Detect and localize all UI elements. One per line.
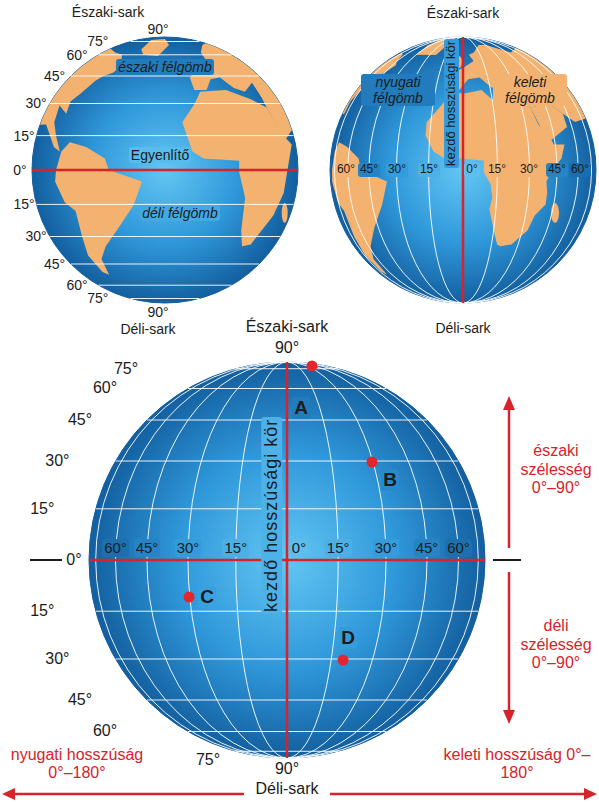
latitude-label: 90° [145, 304, 170, 320]
latitude-label: 30° [23, 228, 48, 244]
meridian-label: kezdő hosszúsági kör [262, 416, 283, 613]
longitude-label: 0° [464, 163, 479, 177]
longitude-label: 45° [134, 539, 161, 556]
equator-tick [493, 559, 521, 561]
latitude-label: 15° [28, 602, 56, 620]
axis-caption: déli szélesség 0°–90° [512, 617, 599, 672]
pole-label: Északi-sark [70, 4, 146, 20]
longitude-label: 15° [222, 539, 249, 556]
land [282, 203, 288, 223]
longitude-label: 45° [358, 163, 380, 177]
longitude-label: 15° [325, 539, 352, 556]
point-label: A [292, 397, 310, 419]
arrow-head [503, 396, 515, 410]
equator-line [32, 169, 298, 172]
longitude-label: 45° [414, 539, 441, 556]
latitude-label: 45° [66, 411, 94, 429]
hemisphere-label: déli félgömb [140, 205, 220, 221]
latitude-label: 45° [66, 691, 94, 709]
pole-label: Déli-sark [433, 320, 492, 336]
longitude-label: 30° [175, 539, 202, 556]
meridian-label: kezdő hosszúsági kör [445, 38, 460, 167]
prime-meridian-line [286, 362, 289, 758]
latitude-label: 90° [273, 339, 301, 357]
arrow-shaft [508, 572, 511, 714]
hemisphere-label: nyugati félgömb [361, 74, 435, 106]
latitude-label: 15° [11, 128, 36, 144]
latitude-label: 60° [91, 722, 119, 740]
point-marker [338, 655, 349, 666]
land [530, 104, 567, 141]
longitude-label: 0° [290, 539, 308, 556]
arrow-head [2, 788, 15, 800]
point-label: D [339, 627, 357, 649]
latitude-label: 0° [64, 551, 83, 569]
arrow-shaft [508, 406, 511, 548]
latitude-label: 30° [23, 95, 48, 111]
longitude-label: 30° [386, 163, 408, 177]
meridian-line [335, 37, 592, 303]
pole-label: Északi-sark [244, 318, 331, 336]
longitude-label: 15° [418, 163, 440, 177]
equator-tick [30, 559, 62, 561]
longitude-label: 30° [518, 163, 540, 177]
latitude-label: 75° [85, 33, 110, 49]
longitude-label: 30° [373, 539, 400, 556]
latitude-label: 75° [194, 751, 222, 769]
pole-label: Északi-sark [425, 5, 501, 21]
point-marker [367, 457, 378, 468]
hemisphere-label: északi félgömb [116, 59, 213, 75]
pole-label: Déli-sark [118, 321, 177, 337]
latitude-label: 45° [42, 68, 67, 84]
axis-caption: keleti hosszúság 0°–180° [440, 746, 594, 783]
point-label: C [198, 586, 216, 608]
hemisphere-label: keleti félgömb [493, 74, 567, 106]
axis-caption: északi szélesség 0°–90° [512, 442, 599, 497]
pole-label: Déli-sark [253, 780, 320, 798]
latitude-label: 90° [145, 21, 170, 37]
longitude-label: 15° [486, 163, 508, 177]
latitude-label: 45° [42, 256, 67, 272]
meridian-line [348, 37, 578, 303]
axis-caption: nyugati hosszúság 0°–180° [0, 746, 154, 783]
meridian-lines [335, 37, 592, 303]
latitude-label: 60° [64, 277, 89, 293]
direction-arrows [2, 396, 597, 800]
equator-label: Egyenlítő [129, 147, 191, 163]
latitude-label: 0° [11, 162, 28, 178]
latitude-label: 60° [91, 379, 119, 397]
longitude-label: 60° [569, 163, 591, 177]
longitude-label: 60° [102, 539, 129, 556]
latitude-label: 30° [43, 452, 71, 470]
latitude-label: 15° [11, 196, 36, 212]
arrow-shaft [10, 793, 244, 796]
arrow-head [584, 788, 597, 800]
point-marker [184, 592, 195, 603]
globe-disc [330, 37, 596, 303]
longitude-label: 45° [546, 163, 568, 177]
latitude-label: 90° [273, 760, 301, 778]
land [190, 20, 305, 140]
longitude-label: 60° [335, 163, 357, 177]
longitude-label: 60° [445, 539, 472, 556]
arrow-head [503, 710, 515, 724]
latitude-label: 60° [64, 47, 89, 63]
point-label: B [381, 469, 399, 491]
latitude-label: 75° [112, 360, 140, 378]
point-marker [307, 361, 318, 372]
globe-disc [89, 362, 485, 758]
latitude-label: 75° [85, 290, 110, 306]
continents [320, 20, 599, 275]
latitude-label: 30° [43, 650, 71, 668]
latitude-label: 15° [28, 500, 56, 518]
arrow-shaft [330, 793, 589, 796]
